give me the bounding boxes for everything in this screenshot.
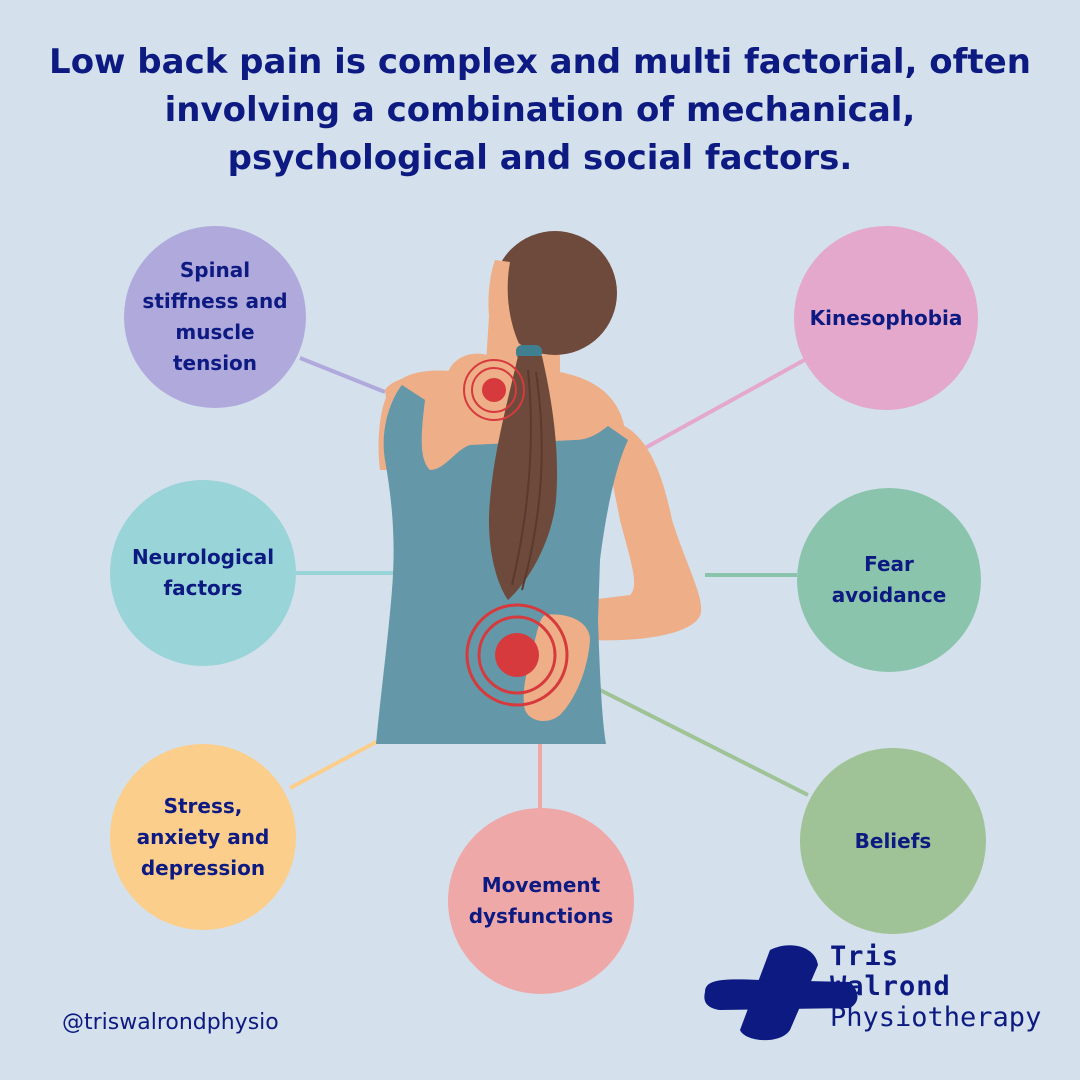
woman-figure [376, 231, 702, 744]
face-edge [488, 260, 520, 348]
headline-line-3: psychological and social factors. [227, 138, 853, 178]
right-arm [555, 420, 702, 652]
brand-line-1: Tris [830, 941, 900, 972]
factor-label: Spinal stiffness and muscle tension [142, 258, 288, 375]
factor-label: Fear avoidance [831, 552, 947, 607]
physio-cross-icon [704, 945, 858, 1041]
factor-spinal-stiffness: Spinal stiffness and muscle tension [124, 226, 306, 408]
brand-line-3: Physiotherapy [830, 1002, 1042, 1033]
back-pain-marker [465, 603, 569, 707]
factor-label: Neurological factors [131, 545, 275, 600]
factor-label: Movement dysfunctions [468, 873, 614, 928]
connector-stress [289, 738, 381, 790]
headline-line-1: Low back pain is complex and multi facto… [49, 42, 1031, 82]
back-hand [523, 614, 590, 722]
factor-label: Kinesophobia [809, 305, 963, 330]
ponytail-strands [511, 369, 543, 591]
connector-kinesophobia [644, 356, 809, 450]
factor-kinesophobia: Kinesophobia [794, 226, 978, 410]
head [493, 231, 617, 355]
factor-neurological: Neurological factors [110, 480, 296, 666]
headline-line-2: involving a combination of mechanical, [164, 90, 916, 130]
factor-stress-anxiety-depression: Stress, anxiety and depression [110, 744, 296, 930]
brand-logo-text: Tris Walrond Physiotherapy [830, 942, 1041, 1034]
headline: Low back pain is complex and multi facto… [30, 38, 1050, 182]
hair-tie [516, 345, 542, 359]
factor-fear-avoidance: Fear avoidance [797, 488, 981, 672]
factor-label: Stress, anxiety and depression [136, 793, 270, 880]
brand-line-2: Walrond [830, 971, 951, 1002]
factor-movement-dysfunctions: Movement dysfunctions [448, 808, 634, 994]
factor-beliefs: Beliefs [800, 748, 986, 934]
connector-beliefs [599, 688, 809, 797]
social-handle: @triswalrondphysio [62, 1010, 279, 1035]
neck-pain-marker [463, 359, 525, 421]
connector-spinal [299, 356, 386, 394]
connector-lines [289, 356, 809, 808]
factor-label: Beliefs [854, 828, 932, 853]
